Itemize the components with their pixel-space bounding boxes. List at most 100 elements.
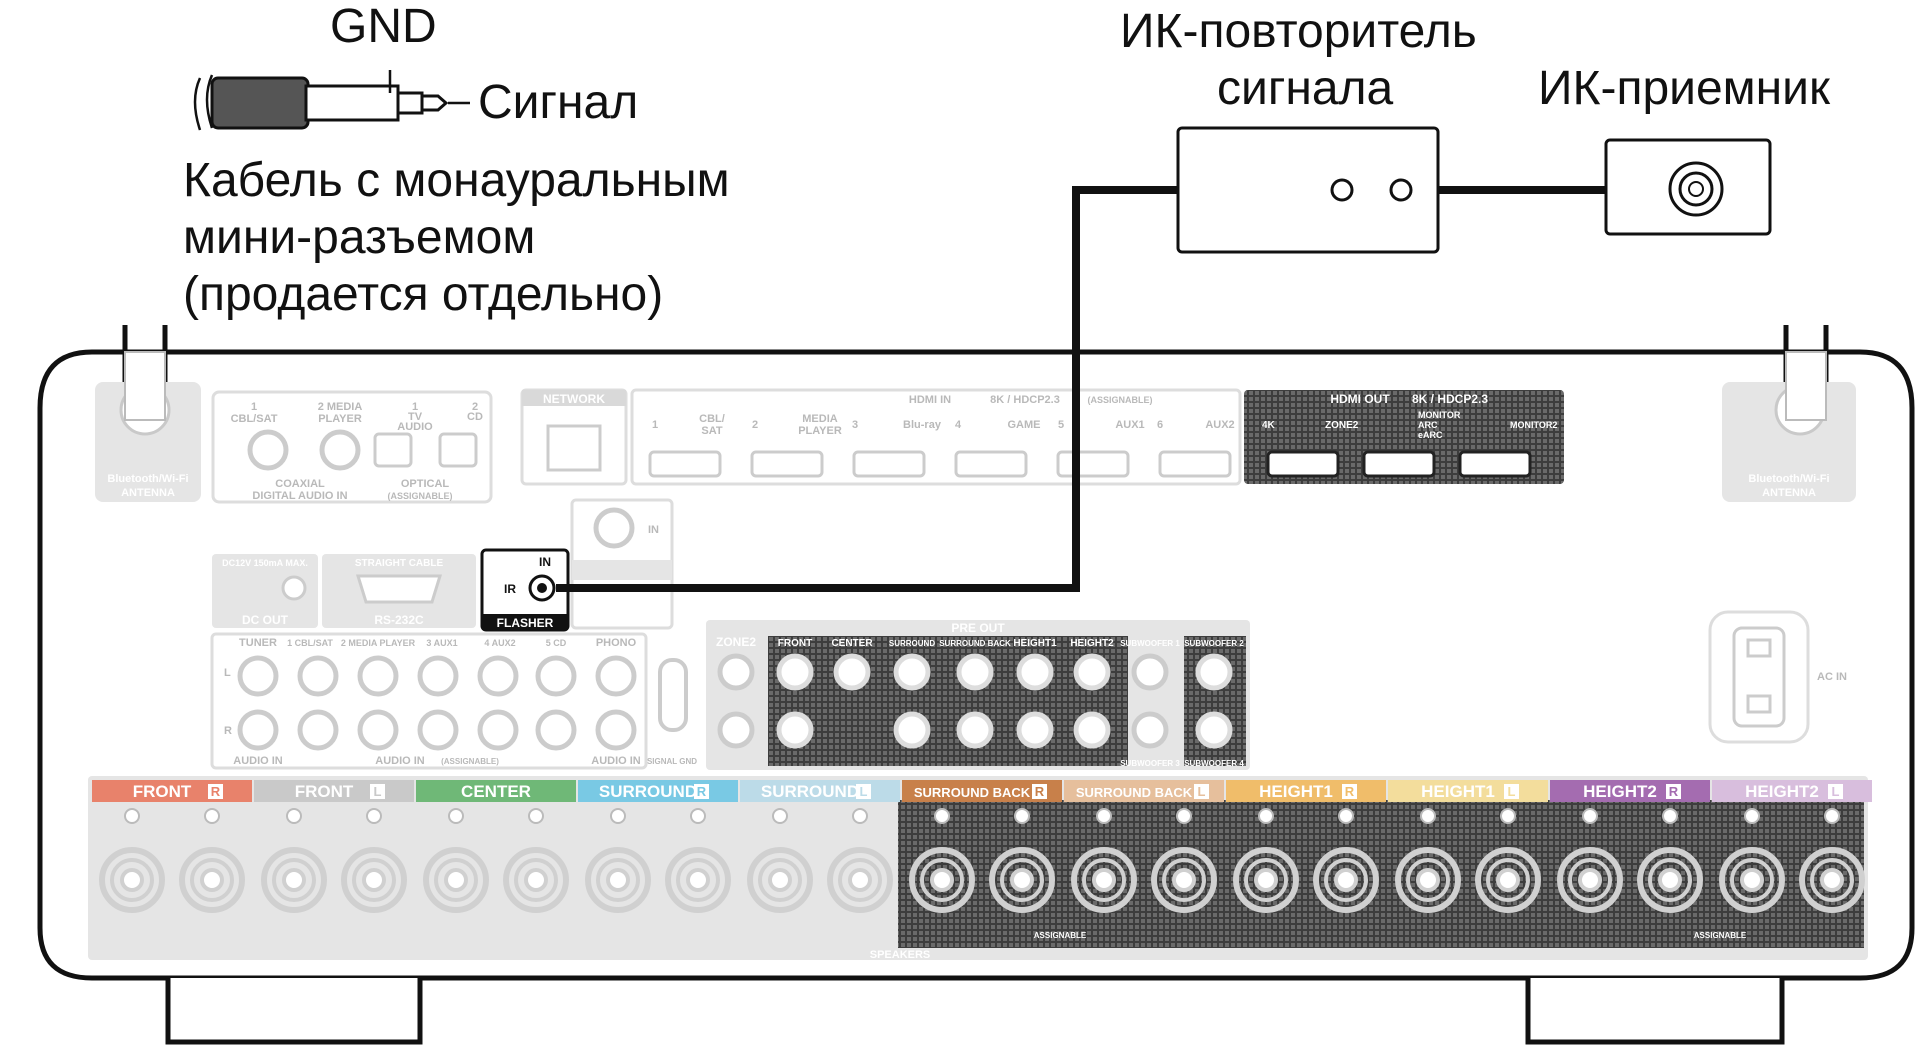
speakers-assignable-2: ASSIGNABLE xyxy=(1694,931,1747,940)
coax-jack-1 xyxy=(247,429,289,471)
speaker-binding-post-ring xyxy=(503,847,569,913)
speaker-binding-post-ring xyxy=(272,858,316,902)
audio-in-footer: AUDIO IN xyxy=(375,755,425,767)
pre-out-front: FRONT xyxy=(778,638,812,649)
audio-in-1: 1 CBL/SAT xyxy=(287,638,333,648)
hdmi-out-monitor2: MONITOR2 xyxy=(1510,420,1557,430)
audio-in: TUNER 1 CBL/SAT 2 MEDIA PLAYER 3 AUX1 4 … xyxy=(210,632,697,770)
speaker-binding-post-ring xyxy=(930,868,954,892)
speaker-binding-post-ring xyxy=(665,847,731,913)
plus-terminal-mark xyxy=(1096,808,1112,824)
signal-gnd-label: SIGNAL GND xyxy=(647,757,697,766)
speaker-side-label: L xyxy=(860,784,868,799)
speaker-binding-post-ring xyxy=(1486,858,1530,902)
hdmi-in-sat: SAT xyxy=(701,425,722,437)
hdmi-in-cbl: CBL/ xyxy=(699,413,725,425)
audio-in-phono: PHONO xyxy=(596,637,637,649)
hdmi-in-aux1: AUX1 xyxy=(1115,419,1144,431)
speaker-binding-post-ring xyxy=(1475,847,1541,913)
minus-terminal-mark xyxy=(204,808,220,824)
speaker-channel-name: HEIGHT2 xyxy=(1745,782,1819,801)
ir-receiver-box xyxy=(1604,138,1772,236)
speaker-binding-post-ring xyxy=(768,868,792,892)
speaker-binding-post-ring xyxy=(1799,847,1865,913)
pre-out-surround-back: SURROUND BACK xyxy=(939,639,1011,648)
speaker-binding-post-ring xyxy=(827,847,893,913)
remote-control-label: REMOTE CONTROL xyxy=(575,616,670,627)
speaker-side-badge xyxy=(1666,784,1681,799)
speaker-binding-post-ring xyxy=(120,868,144,892)
digital-audio-in-label: DIGITAL AUDIO IN xyxy=(252,490,347,502)
speaker-channel-name: CENTER xyxy=(461,782,531,801)
speaker-binding-post-ring xyxy=(1740,868,1764,892)
minus-terminal-mark xyxy=(690,808,706,824)
cable-caption-line1: Кабель с монауральным xyxy=(183,154,730,207)
dain-label-cblsat: CBL/SAT xyxy=(231,413,278,425)
network-port: NETWORK xyxy=(520,388,628,486)
hdmi-in-1: 1 xyxy=(652,419,658,431)
speaker-channel-name: SURROUND xyxy=(599,782,697,801)
antenna-right-label1: Bluetooth/Wi-Fi xyxy=(1748,473,1829,485)
speaker-binding-post-ring xyxy=(282,868,306,892)
speaker-channel-name: HEIGHT1 xyxy=(1421,782,1495,801)
speaker-binding-post-ring xyxy=(1082,858,1126,902)
speaker-channel-name: HEIGHT2 xyxy=(1583,782,1657,801)
ac-in: AC IN xyxy=(1708,610,1847,744)
hdmi-in-aux2: AUX2 xyxy=(1205,419,1234,431)
speaker-side-badge xyxy=(1504,784,1519,799)
dain-label-cd: CD xyxy=(467,411,483,423)
antenna-left-label1: Bluetooth/Wi-Fi xyxy=(107,473,188,485)
flasher-in-label: IN xyxy=(539,555,551,569)
pre-out-label: PRE OUT xyxy=(951,621,1005,635)
hdmi-out-label: HDMI OUT xyxy=(1330,392,1390,406)
speaker-side-label: L xyxy=(1508,784,1516,799)
audio-in-r: R xyxy=(224,725,232,737)
audio-in-3: 3 AUX1 xyxy=(426,638,457,648)
hdmi-out-arc: ARC xyxy=(1418,420,1438,430)
coaxial-label: COAXIAL xyxy=(275,478,325,490)
speaker-side-badge xyxy=(856,784,871,799)
speaker-binding-post-ring xyxy=(909,847,975,913)
rs232c-top-label: STRAIGHT CABLE xyxy=(355,558,444,569)
pre-out-zone2: ZONE2 xyxy=(716,635,756,649)
pre-out-sub3: SUBWOOFER 3 xyxy=(1120,759,1180,768)
dain-label-opt1: 1 xyxy=(412,401,418,413)
digital-audio-in: 1 CBL/SAT 2 MEDIA PLAYER 1 TV AUDIO 2 CD… xyxy=(211,390,493,504)
hdmi-in-game: GAME xyxy=(1008,419,1041,431)
speaker-side-badge xyxy=(370,784,385,799)
speaker-binding-post-ring xyxy=(920,858,964,902)
dc-out: DC12V 150mA MAX. DC OUT xyxy=(212,554,318,628)
dain-label-1: 1 xyxy=(251,401,257,413)
speaker-binding-post-ring xyxy=(1568,858,1612,902)
speaker-side-badge xyxy=(1828,784,1843,799)
dain-label-player: PLAYER xyxy=(318,413,362,425)
hdmi-in: HDMI IN 8K / HDCP2.3 (ASSIGNABLE) 1 CBL/… xyxy=(630,388,1242,486)
speaker-side-label: R xyxy=(1035,784,1045,799)
hdmi-in-player: PLAYER xyxy=(798,425,842,437)
speaker-channel-name: SURROUND BACK xyxy=(1076,785,1193,800)
speaker-binding-post-ring xyxy=(686,868,710,892)
audio-in-footer-tuner: AUDIO IN xyxy=(233,755,283,767)
optical-jack-2 xyxy=(438,432,478,468)
speaker-binding-post-ring xyxy=(1557,847,1623,913)
speaker-binding-post-ring xyxy=(1324,858,1368,902)
minus-terminal-mark xyxy=(852,808,868,824)
pre-out-center: CENTER xyxy=(831,638,873,649)
minus-terminal-mark xyxy=(1176,808,1192,824)
speaker-binding-post-ring xyxy=(1637,847,1703,913)
pre-out-surround: SURROUND xyxy=(889,639,935,648)
speaker-side-badge xyxy=(1194,784,1209,799)
speaker-side-label: R xyxy=(697,784,707,799)
mono-mini-plug-cable xyxy=(193,70,470,131)
dc-out-label: DC OUT xyxy=(242,613,289,627)
hdmi-out-4k: 4K xyxy=(1262,420,1276,431)
audio-in-4: 4 AUX2 xyxy=(484,638,515,648)
speaker-binding-post-ring xyxy=(1496,868,1520,892)
pre-out-height1: HEIGHT1 xyxy=(1013,638,1057,649)
plus-terminal-mark xyxy=(286,808,302,824)
dain-label-tv: TV xyxy=(408,411,423,423)
cable-caption-line2: мини-разъемом xyxy=(183,211,535,264)
